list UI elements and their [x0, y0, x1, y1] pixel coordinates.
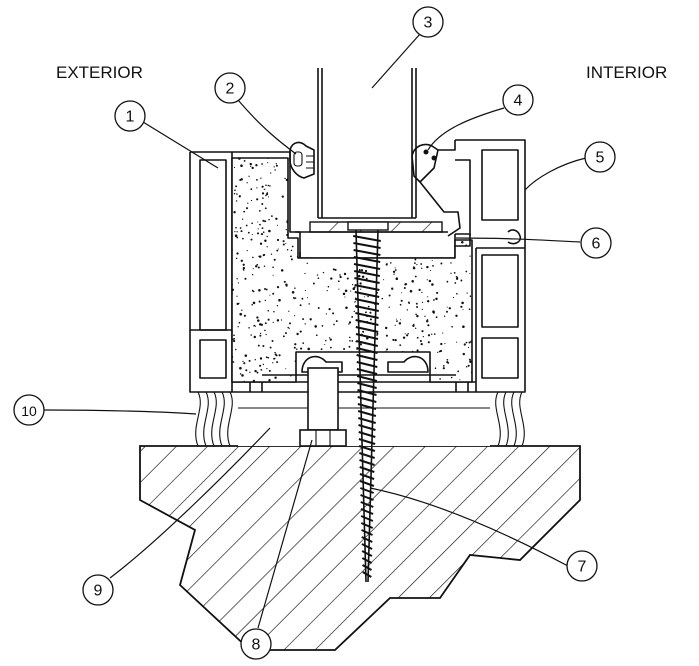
- sealant-beads: [195, 391, 525, 447]
- callout-10: 10: [13, 394, 45, 426]
- svg-text:9: 9: [94, 583, 103, 600]
- callout-1: 1: [114, 100, 146, 132]
- svg-text:3: 3: [424, 15, 433, 32]
- svg-text:6: 6: [592, 236, 601, 253]
- callout-7: 7: [566, 550, 598, 582]
- svg-text:4: 4: [514, 93, 523, 110]
- svg-text:10: 10: [21, 403, 37, 419]
- interior-gasket: [411, 140, 471, 237]
- foam-outline: [231, 157, 473, 383]
- leader-lines: [43, 33, 587, 629]
- callout-8: 8: [240, 628, 272, 660]
- anchor-screw: [347, 221, 389, 583]
- interior-label: INTERIOR: [586, 63, 667, 82]
- svg-text:2: 2: [226, 81, 235, 98]
- lower-clips: [262, 355, 456, 376]
- svg-text:8: 8: [252, 637, 261, 654]
- callout-3: 3: [412, 6, 444, 38]
- exterior-label: EXTERIOR: [56, 63, 143, 82]
- callout-9: 9: [82, 574, 114, 606]
- callout-6: 6: [580, 227, 612, 259]
- exterior-gasket: [289, 141, 315, 179]
- shim-bolt: [299, 367, 347, 447]
- concrete-substrate: [139, 445, 581, 651]
- svg-text:7: 7: [578, 559, 587, 576]
- svg-text:5: 5: [596, 150, 605, 167]
- glass-unit: [317, 68, 418, 219]
- callout-4: 4: [502, 84, 534, 116]
- callout-2: 2: [214, 72, 246, 104]
- callout-5: 5: [584, 141, 616, 173]
- setting-block: [309, 221, 522, 247]
- svg-text:1: 1: [126, 109, 135, 126]
